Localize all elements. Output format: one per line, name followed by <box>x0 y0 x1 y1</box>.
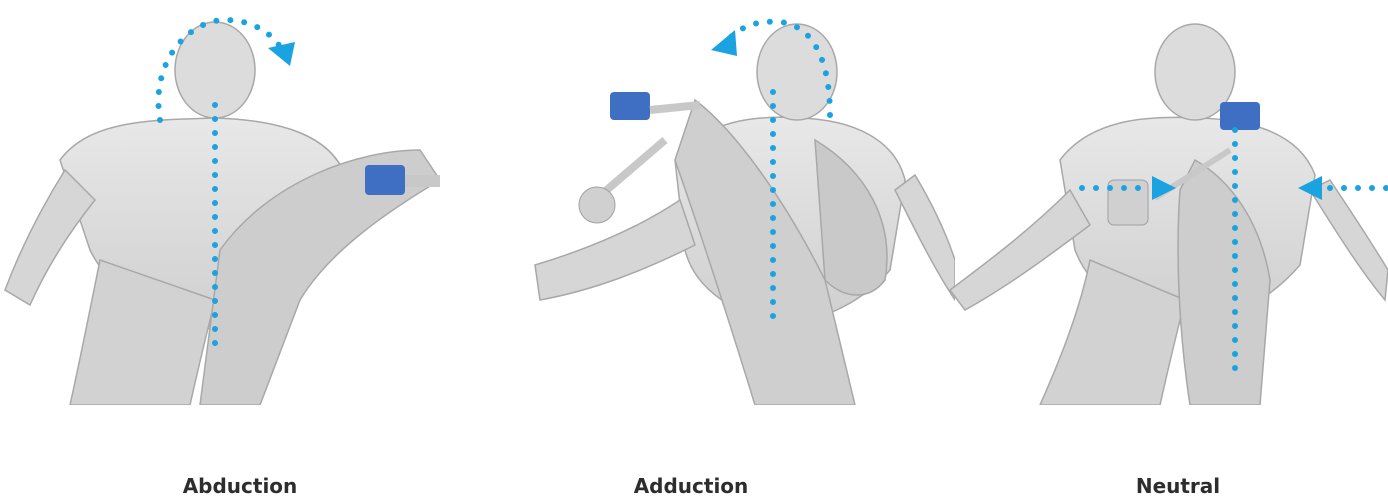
abduction-illustration <box>0 0 440 405</box>
abduction-caption: Abduction <box>90 474 390 498</box>
patient-left-arm <box>5 170 95 305</box>
adduction-caption: Adduction <box>541 474 841 498</box>
rotation-arrowhead <box>268 42 295 66</box>
patient-left-arm <box>950 190 1090 310</box>
neutral-illustration <box>930 0 1388 405</box>
adduction-illustration <box>525 0 955 405</box>
rotation-arrowhead <box>711 30 737 56</box>
patient-left-arm <box>535 200 695 300</box>
neutral-caption: Neutral <box>1028 474 1328 498</box>
